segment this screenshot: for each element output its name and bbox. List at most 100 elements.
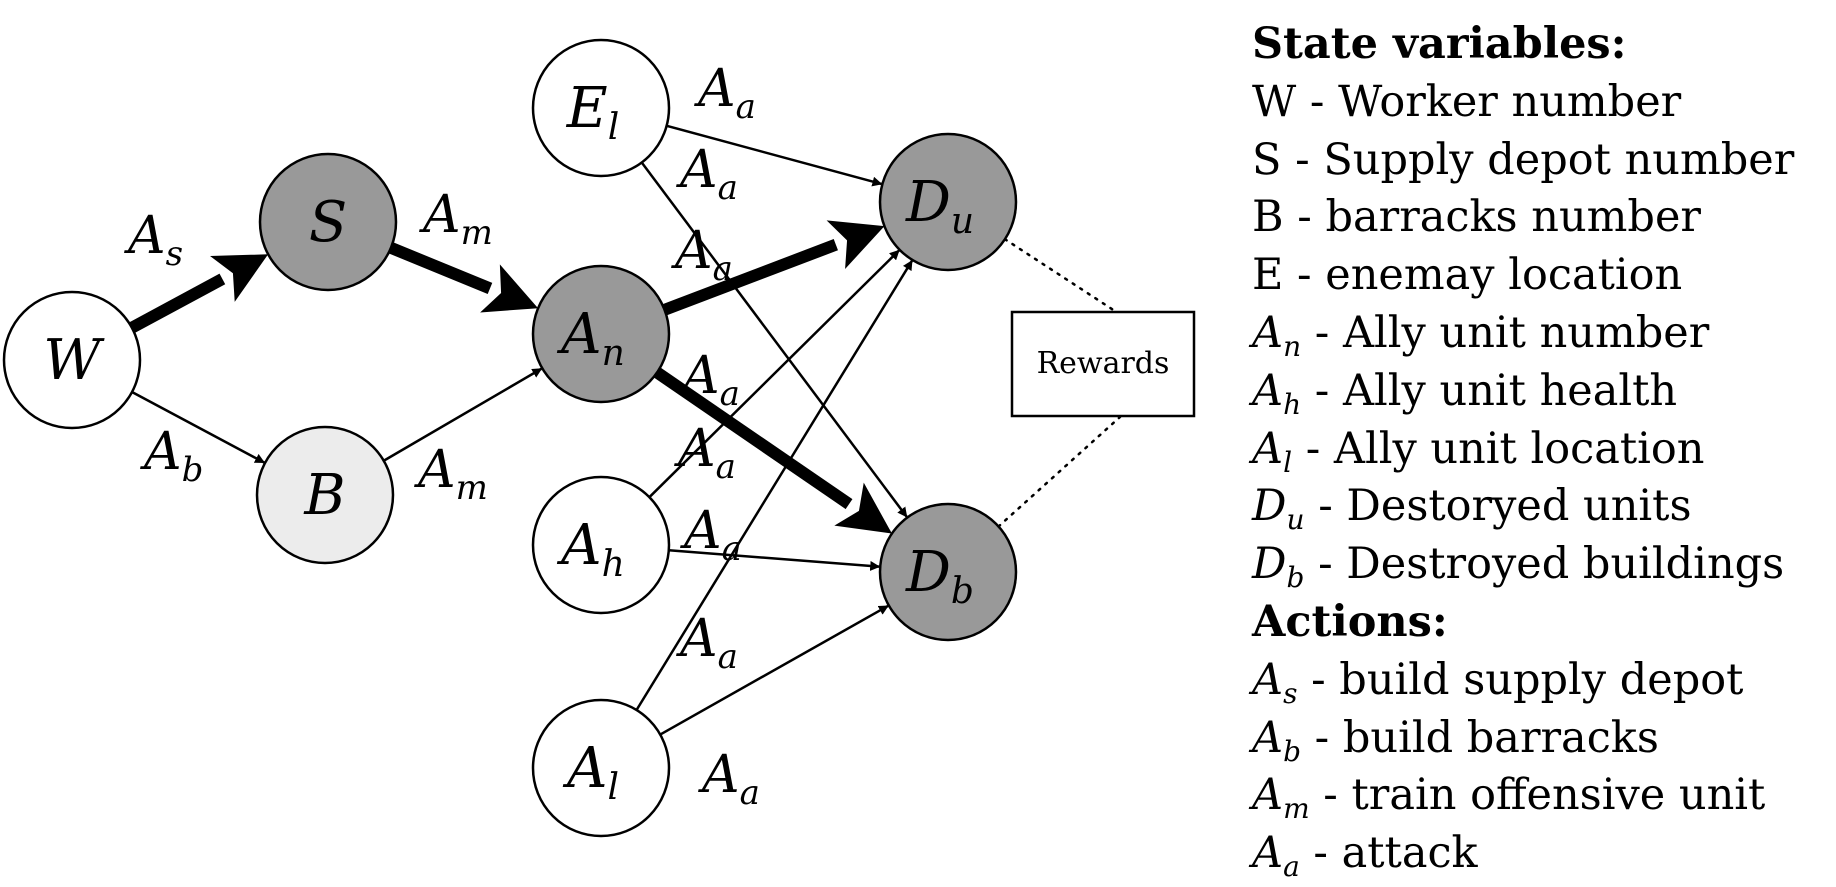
state-variable-symbol: S [1252, 134, 1282, 185]
state-variable-description: - Ally unit location [1292, 423, 1705, 474]
rewards-label: Rewards [1037, 346, 1170, 381]
node-an: An [531, 264, 671, 404]
state-variable-description: - Destoryed units [1304, 481, 1692, 532]
state-variable-symbol: A [1252, 423, 1284, 474]
edge-label-a-m: Am [419, 185, 493, 253]
edge-du-to-rewards [1003, 237, 1120, 315]
node-b-circle [255, 425, 395, 565]
state-variable-description: - Ally unit number [1301, 307, 1710, 358]
node-ah-label: Ah [556, 513, 625, 585]
node-ah: Ah [531, 475, 671, 615]
state-variable-item: S - Supply depot number [1252, 132, 1794, 190]
state-variable-item: Ah - Ally unit health [1252, 363, 1794, 421]
node-s-label: S [309, 190, 347, 255]
action-symbol-subscript: m [1283, 792, 1310, 826]
edge-label-a-a: Aa [678, 346, 740, 414]
edge-label-a-a: Aa [680, 501, 742, 569]
node-w: W [2, 290, 142, 430]
node-s: S [258, 152, 398, 292]
state-variable-symbol: W [1252, 76, 1297, 127]
action-description: - build barracks [1301, 712, 1659, 763]
node-al-circle [531, 698, 671, 838]
node-el-circle [531, 38, 671, 178]
state-variable-item: B - barracks number [1252, 189, 1794, 247]
edge-ah-to-du [648, 249, 900, 499]
node-el-label: El [566, 76, 619, 148]
node-db: Db [878, 502, 1018, 642]
action-description: - attack [1299, 828, 1478, 879]
node-du: Du [878, 132, 1018, 272]
edge-an-to-db [653, 367, 892, 534]
edge-label-a-b: Ab [140, 422, 203, 490]
edge-el-to-du [666, 124, 883, 187]
edge-an-to-du [662, 220, 885, 316]
node-db-circle [878, 502, 1018, 642]
state-variables-header: State variables: [1252, 19, 1627, 69]
action-description: - train offensive unit [1309, 770, 1766, 821]
state-variable-symbol: D [1252, 539, 1287, 590]
edge-el-to-db [640, 161, 908, 518]
action-symbol: A [1252, 712, 1284, 763]
node-ah-circle [531, 475, 671, 615]
edge-ah-to-db [668, 549, 881, 571]
edge-label-a-a: Aa [674, 419, 736, 487]
edge-label-a-a: Aa [671, 221, 733, 289]
state-variable-symbol-subscript: n [1283, 329, 1302, 363]
edge-s-to-an [388, 242, 539, 313]
state-variable-symbol-subscript: h [1283, 387, 1302, 421]
edge-label-a-s: As [124, 206, 183, 274]
node-du-circle [878, 132, 1018, 272]
node-db-label: Db [905, 540, 974, 612]
state-variable-item: Du - Destoryed units [1252, 478, 1794, 536]
state-variable-description: - Destroyed buildings [1304, 539, 1785, 590]
state-variable-item: Db - Destroyed buildings [1252, 536, 1794, 594]
node-al-label: Al [562, 736, 619, 808]
edge-label-a-a: Aa [698, 745, 760, 813]
state-variable-item: W - Worker number [1252, 74, 1794, 132]
action-symbol-subscript: a [1283, 850, 1300, 884]
edge-label-a-a: Aa [676, 609, 738, 677]
action-description: - build supply depot [1297, 654, 1744, 705]
action-symbol-subscript: s [1283, 676, 1298, 710]
node-an-circle [531, 264, 671, 404]
edge-al-to-db [659, 604, 889, 736]
edge-b-to-an [383, 367, 543, 462]
action-symbol-subscript: b [1283, 734, 1301, 768]
state-variable-symbol: D [1252, 481, 1287, 532]
rewards-box: Rewards [1010, 310, 1196, 418]
state-variable-symbol: B [1252, 192, 1284, 243]
state-variable-item: Al - Ally unit location [1252, 421, 1794, 479]
node-b-label: B [303, 463, 345, 528]
edge-label-a-m: Am [414, 440, 488, 508]
state-variable-symbol-subscript: u [1286, 503, 1305, 537]
node-w-circle [2, 290, 142, 430]
action-symbol: A [1252, 828, 1284, 879]
state-variable-description: - barracks number [1283, 192, 1701, 243]
state-variable-item: An - Ally unit number [1252, 305, 1794, 363]
action-item: Aa - attack [1252, 825, 1794, 883]
node-al: Al [531, 698, 671, 838]
edge-w-to-s [129, 254, 269, 334]
state-variable-symbol-subscript: b [1286, 561, 1305, 595]
state-variable-description: - Worker number [1296, 76, 1682, 127]
node-s-circle [258, 152, 398, 292]
action-symbol: A [1252, 654, 1284, 705]
node-w-label: W [43, 328, 105, 393]
edge-label-a-a: Aa [694, 59, 756, 127]
edges [129, 124, 1122, 736]
node-an-label: An [556, 302, 625, 374]
state-variable-description: - enemay location [1283, 250, 1683, 301]
node-b: B [255, 425, 395, 565]
action-symbol: A [1252, 770, 1284, 821]
action-item: Ab - build barracks [1252, 710, 1794, 768]
state-variable-symbol: A [1252, 307, 1284, 358]
edge-w-to-b [131, 390, 266, 464]
node-el: El [531, 38, 671, 178]
action-item: As - build supply depot [1252, 652, 1794, 710]
